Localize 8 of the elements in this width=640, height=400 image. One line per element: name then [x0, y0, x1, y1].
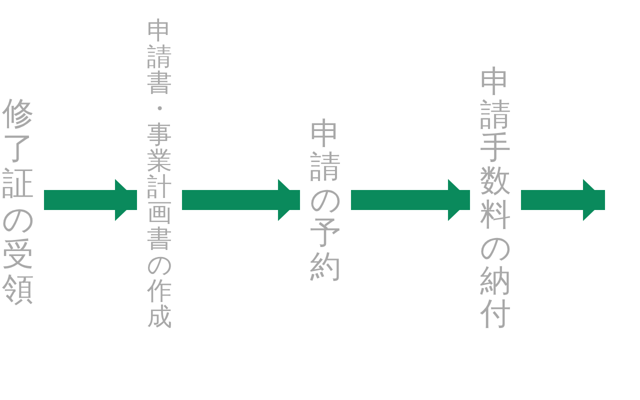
arrow: [521, 179, 605, 221]
step-label: 申請の予約: [310, 118, 341, 284]
arrow: [351, 179, 470, 221]
step-label: 修了証の受領: [2, 96, 34, 308]
arrow: [182, 179, 300, 221]
arrow: [44, 179, 137, 221]
step-label: 申請手数料の納付: [480, 66, 511, 332]
step-label: 申請書・事業計画書の作成: [147, 18, 172, 330]
